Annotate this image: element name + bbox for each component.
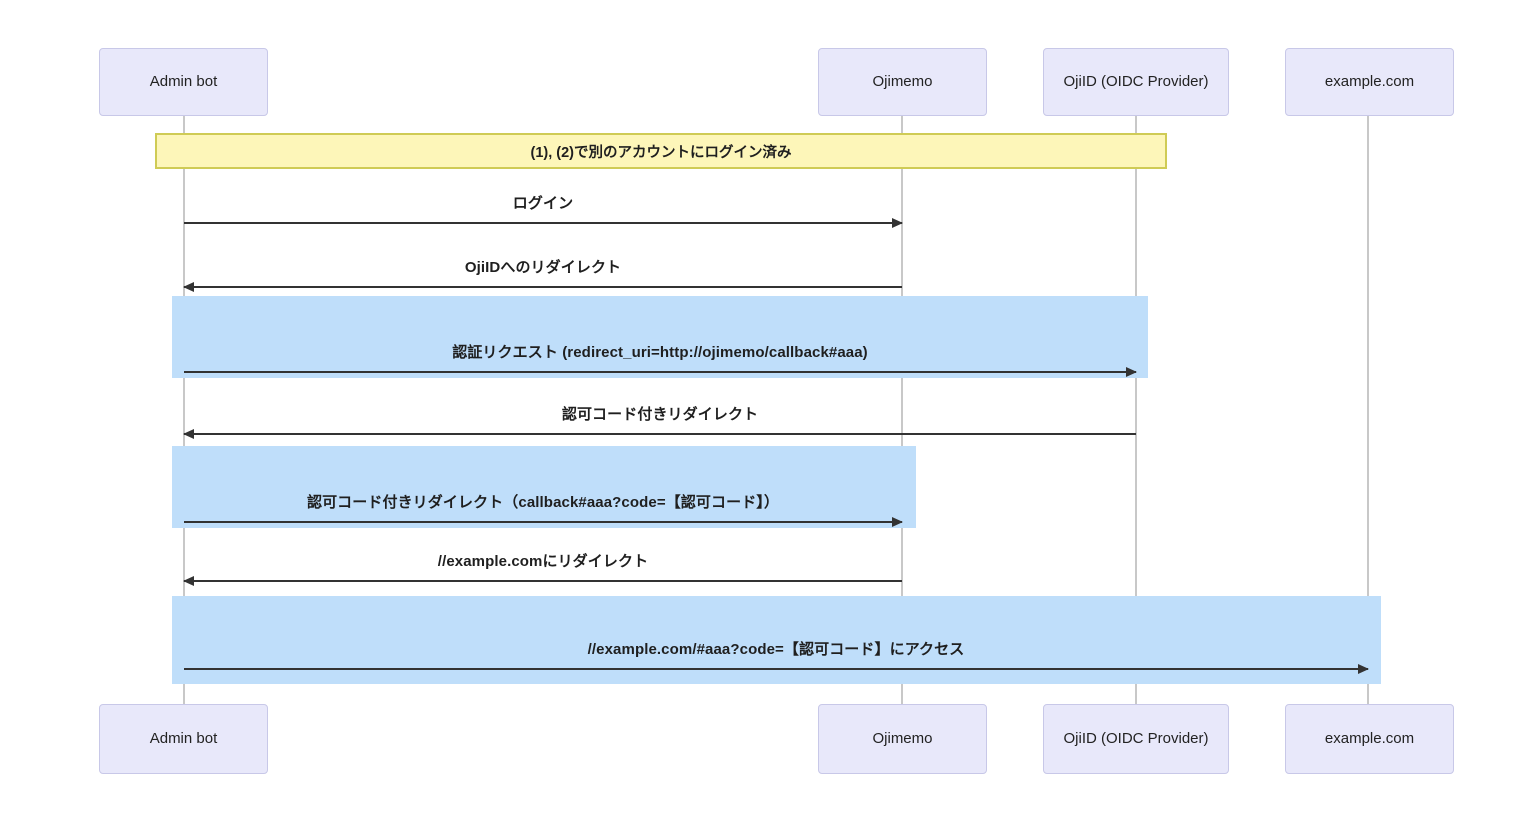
lifeline-example-com xyxy=(1367,116,1369,704)
participant-footer-ojimemo[interactable]: Ojimemo xyxy=(818,704,987,774)
participant-footer-admin-bot[interactable]: Admin bot xyxy=(99,704,268,774)
highlight-rect-auth-code-callback xyxy=(172,446,916,528)
message-line xyxy=(184,521,902,523)
message-line xyxy=(184,580,902,582)
participant-footer-label: Ojimemo xyxy=(872,730,933,747)
participant-header-ojiid[interactable]: OjiID (OIDC Provider) xyxy=(1043,48,1229,116)
message-label: //example.comにリダイレクト xyxy=(437,553,649,570)
message-line xyxy=(184,222,902,224)
lifeline-ojimemo xyxy=(901,116,903,704)
participant-header-label: Ojimemo xyxy=(872,73,933,90)
lifeline-admin-bot xyxy=(183,116,185,704)
arrow-head-right-icon xyxy=(892,218,903,228)
note-logged-in-other-account: (1), (2)で別のアカウントにログイン済み xyxy=(155,133,1167,169)
participant-header-admin-bot[interactable]: Admin bot xyxy=(99,48,268,116)
participant-footer-label: Admin bot xyxy=(149,730,218,747)
arrow-head-left-icon xyxy=(183,576,194,586)
lifeline-ojiid xyxy=(1135,116,1137,704)
arrow-head-right-icon xyxy=(892,517,903,527)
message-line xyxy=(184,668,1368,670)
arrow-head-left-icon xyxy=(183,282,194,292)
message-label: OjiIDへのリダイレクト xyxy=(464,259,622,276)
arrow-head-left-icon xyxy=(183,429,194,439)
message-label: 認可コード付きリダイレクト xyxy=(561,406,759,423)
note-label: (1), (2)で別のアカウントにログイン済み xyxy=(530,144,792,161)
participant-footer-ojiid[interactable]: OjiID (OIDC Provider) xyxy=(1043,704,1229,774)
participant-footer-label: example.com xyxy=(1324,730,1415,747)
participant-header-label: Admin bot xyxy=(149,73,218,90)
participant-header-example-com[interactable]: example.com xyxy=(1285,48,1454,116)
message-label: 認証リクエスト (redirect_uri=http://ojimemo/cal… xyxy=(452,344,868,361)
participant-footer-example-com[interactable]: example.com xyxy=(1285,704,1454,774)
message-line xyxy=(184,286,902,288)
message-line xyxy=(184,433,1136,435)
arrow-head-right-icon xyxy=(1358,664,1369,674)
highlight-rect-auth-request xyxy=(172,296,1148,378)
arrow-head-right-icon xyxy=(1126,367,1137,377)
participant-header-label: example.com xyxy=(1324,73,1415,90)
message-label: 認可コード付きリダイレクト（callback#aaa?code=【認可コード】） xyxy=(306,494,779,511)
message-label: //example.com/#aaa?code=【認可コード】にアクセス xyxy=(587,641,965,658)
participant-footer-label: OjiID (OIDC Provider) xyxy=(1063,730,1209,747)
participant-header-ojimemo[interactable]: Ojimemo xyxy=(818,48,987,116)
message-line xyxy=(184,371,1136,373)
participant-header-label: OjiID (OIDC Provider) xyxy=(1063,73,1209,90)
message-label: ログイン xyxy=(512,195,574,212)
